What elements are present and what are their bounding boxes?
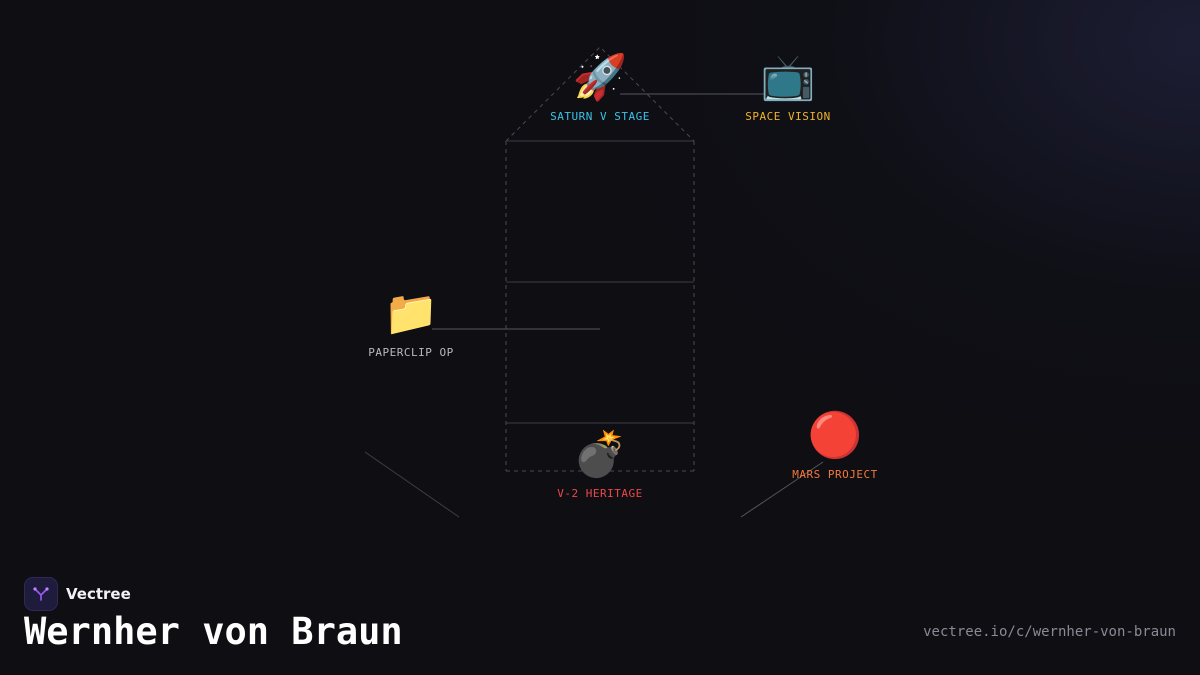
node-label: SATURN V STAGE: [550, 110, 650, 123]
page-url[interactable]: vectree.io/c/wernher-von-braun: [923, 624, 1176, 640]
tree-branch-icon: [24, 577, 58, 611]
brand[interactable]: Vectree: [24, 577, 131, 611]
node-v2-heritage[interactable]: 💣 V-2 HERITAGE: [500, 429, 700, 500]
connector-mars-fin: [740, 461, 824, 518]
connectors: [432, 93, 824, 518]
brand-name: Vectree: [66, 585, 131, 603]
page-title: Wernher von Braun: [24, 610, 403, 653]
node-space-vision[interactable]: 📺 SPACE VISION: [688, 52, 888, 123]
node-saturn-v-stage[interactable]: 🚀 SATURN V STAGE: [500, 52, 700, 123]
rocket-icon: 🚀: [572, 52, 628, 103]
rocket-outline: [505, 46, 695, 472]
red-circle-icon: 🔴: [807, 410, 863, 461]
node-label: MARS PROJECT: [792, 468, 878, 481]
television-icon: 📺: [760, 52, 816, 103]
stage-separators: [506, 140, 694, 424]
folder-icon: 📁: [383, 288, 439, 339]
node-label: V-2 HERITAGE: [557, 487, 643, 500]
node-label: SPACE VISION: [745, 110, 831, 123]
node-mars-project[interactable]: 🔴 MARS PROJECT: [735, 410, 935, 481]
rocket-fin-left: [364, 451, 460, 518]
node-paperclip-op[interactable]: 📁 PAPERCLIP OP: [311, 288, 511, 359]
node-label: PAPERCLIP OP: [368, 346, 454, 359]
bomb-icon: 💣: [572, 429, 628, 480]
